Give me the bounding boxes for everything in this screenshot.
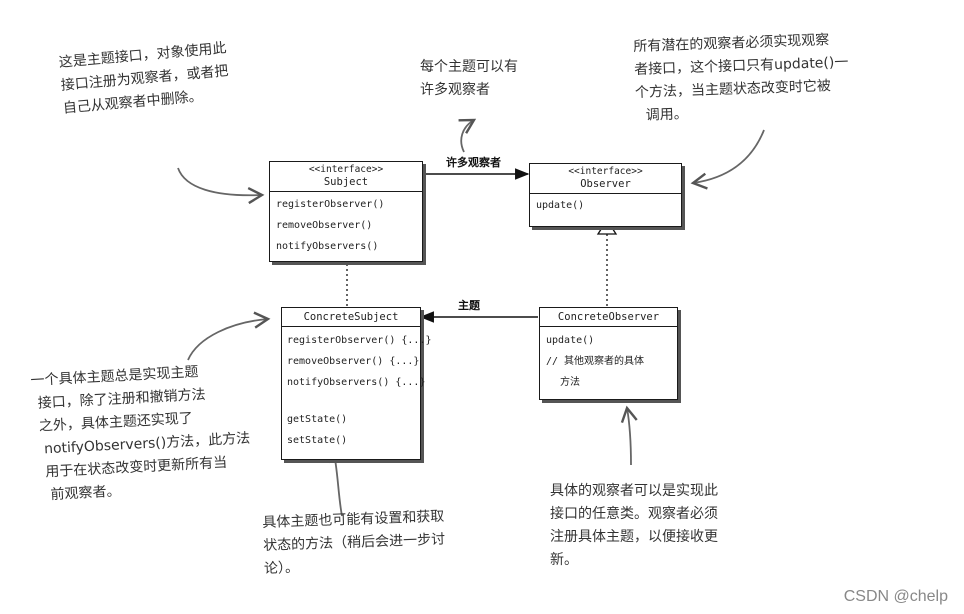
note-line: 许多观察者 <box>420 82 490 98</box>
observer-method: update() <box>536 200 585 211</box>
note-concrete-observer: 具体的观察者可以是实现此 接口的任意类。观察者必须 注册具体主题，以便接收更 新… <box>550 480 718 572</box>
observer-interface-box: <<interface>> Observer update() <box>529 163 682 227</box>
relation-label-many-observers: 许多观察者 <box>446 156 501 169</box>
concrete-subject-method: registerObserver() {...} <box>287 335 432 346</box>
subject-interface-box: <<interface>> Subject registerObserver()… <box>269 161 423 262</box>
observer-name: Observer <box>580 178 631 190</box>
note-line: 注册具体主题，以便接收更 <box>550 529 718 545</box>
subject-method: removeObserver() <box>276 220 373 231</box>
note-line: 新。 <box>550 552 578 568</box>
concrete-subject-name: ConcreteSubject <box>282 308 420 327</box>
pointer-concrete-observer-note <box>620 405 638 466</box>
note-many-observers: 每个主题可以有 许多观察者 <box>420 56 518 102</box>
note-subject-interface: 这是主题接口，对象使用此 接口注册为观察者，或者把 自己从观察者中删除。 <box>58 37 231 120</box>
concrete-subject-box: ConcreteSubject registerObserver() {...}… <box>281 307 432 460</box>
concrete-observer-method: update() <box>546 335 595 346</box>
realization-observer-triangle <box>596 218 618 235</box>
note-observer-interface: 所有潜在的观察者必须实现观察 者接口，这个接口只有update()一 个方法，当… <box>633 29 850 128</box>
note-concrete-subject: 一个具体主题总是实现主题 接口，除了注册和撤销方法 之外，具体主题还实现了 no… <box>30 359 253 508</box>
pointer-many-observers <box>458 118 477 153</box>
concrete-subject-method: setState() <box>287 435 348 446</box>
subject-stereotype: <<interface>> <box>308 164 384 175</box>
pointer-concrete-subject-note <box>187 311 271 361</box>
concrete-observer-comment: // 其他观察者的具体 <box>546 356 645 367</box>
pointer-observer-note <box>690 129 765 190</box>
concrete-subject-method: getState() <box>287 414 348 425</box>
subject-name: Subject <box>323 176 369 188</box>
note-line: 具体的观察者可以是实现此 <box>550 483 718 499</box>
subject-method: notifyObservers() <box>276 241 379 252</box>
observer-header: <<interface>> Observer <box>530 164 681 194</box>
subject-header: <<interface>> Subject <box>270 162 422 192</box>
note-line: 接口的任意类。观察者必须 <box>550 506 718 522</box>
concrete-subject-method: notifyObservers() {...} <box>287 377 426 388</box>
note-state-methods: 具体主题也可能有设置和获取 状态的方法（稍后会进一步讨 论）。 <box>262 506 446 581</box>
watermark: CSDN @chelp <box>843 588 948 605</box>
pointer-subject-note <box>177 167 265 205</box>
subject-method: registerObserver() <box>276 199 385 210</box>
observer-stereotype: <<interface>> <box>568 166 643 177</box>
concrete-observer-box: ConcreteObserver update() // 其他观察者的具体 方法 <box>539 307 678 400</box>
concrete-observer-name: ConcreteObserver <box>540 308 677 327</box>
note-line: 每个主题可以有 <box>420 59 518 75</box>
relation-label-subject: 主题 <box>458 299 480 312</box>
concrete-observer-comment: 方法 <box>560 377 580 388</box>
concrete-subject-method: removeObserver() {...} <box>287 356 420 367</box>
